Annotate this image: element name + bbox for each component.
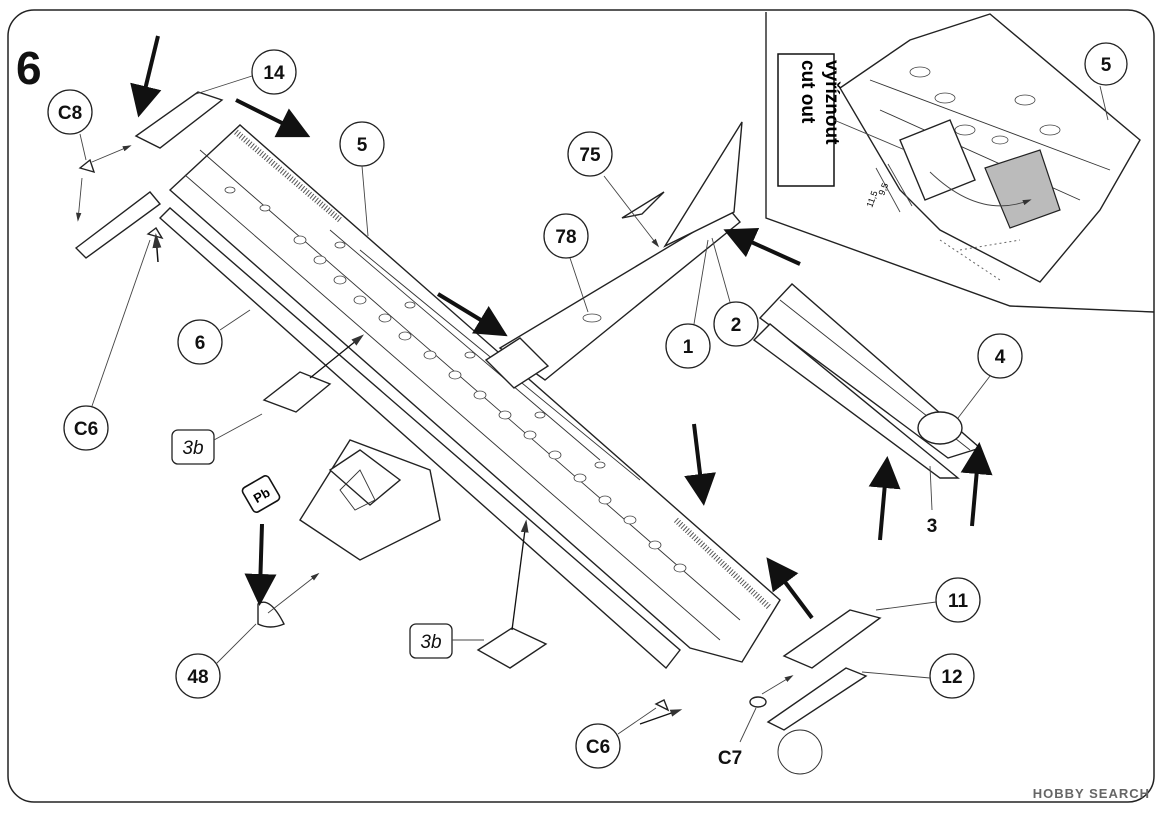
callout-2-label: 2 (731, 315, 742, 336)
callout-14: 14 (195, 49, 297, 95)
wing-center-box (484, 337, 550, 389)
wingtip-part-12 (766, 667, 868, 731)
inset-detail: 9,5 11,5 vyříznout cut out 5 (765, 12, 1155, 313)
callout-14-label: 14 (263, 63, 285, 84)
part-4-area (917, 411, 963, 445)
aileron-hatch-right (673, 517, 773, 611)
callout-3-label: 3 (927, 516, 938, 537)
nacelle-3b-right (476, 627, 548, 669)
inset-callout-5-label: 5 (1101, 55, 1112, 76)
callout-3b-right-label: 3b (420, 632, 441, 653)
part-c6-right (654, 699, 670, 712)
callout-3b-left-label: 3b (182, 438, 203, 459)
wing-trailing-edge (158, 207, 681, 670)
detail-circle-c7 (777, 729, 823, 775)
callout-11-label: 11 (948, 591, 969, 612)
assembly-arrows (130, 35, 993, 725)
part-c7 (749, 696, 767, 708)
callout-c6-right: C6 (575, 707, 657, 769)
callout-c7-label: C7 (718, 748, 742, 769)
callout-c8: C8 (47, 89, 93, 161)
cutout-area (899, 119, 976, 201)
inset-wing-panel (839, 13, 1141, 283)
inset-callout-5 (1084, 42, 1128, 86)
callout-c8-label: C8 (58, 103, 82, 124)
wingtip-fairing-11 (782, 609, 882, 669)
page-border (7, 9, 1155, 803)
callout-3: 3 (927, 465, 938, 537)
callout-75-label: 75 (579, 145, 601, 166)
callout-c6-right-label: C6 (586, 737, 610, 758)
callout-4: 4 (957, 333, 1023, 419)
wing-holes (224, 186, 687, 573)
callout-75: 75 (567, 131, 613, 177)
part-1-panel (752, 323, 960, 479)
weight-icon-label: Pb (251, 485, 273, 506)
right-wing-subassembly (752, 283, 982, 479)
part-c6-left (146, 226, 164, 240)
wingtip-part-left (74, 191, 162, 259)
callout-5: 5 (339, 121, 385, 237)
callout-3b-left: 3b (171, 413, 263, 465)
flap-part (984, 149, 1061, 229)
cockpit-window (328, 449, 402, 506)
callout-6: 6 (177, 309, 251, 365)
cut-out-label-box (777, 53, 835, 187)
callout-5-label: 5 (357, 135, 368, 156)
cut-out-label-en: cut out (797, 60, 818, 124)
nacelle-3b-left (262, 371, 332, 413)
part-75-piece (621, 191, 665, 219)
callout-78: 78 (543, 213, 589, 313)
main-wing (158, 124, 781, 670)
callout-2: 2 (711, 237, 759, 347)
callout-78-label: 78 (555, 227, 576, 248)
callout-6-label: 6 (195, 333, 206, 354)
part-c8 (78, 158, 96, 174)
wingtip-fairing-14 (134, 91, 224, 149)
callout-48: 48 (175, 623, 257, 699)
callout-12: 12 (861, 653, 975, 699)
callout-4-label: 4 (995, 347, 1006, 368)
callout-11: 11 (875, 577, 981, 623)
callout-3b-right: 3b (409, 623, 484, 659)
inset-border (765, 12, 1155, 313)
callout-12-label: 12 (941, 667, 962, 688)
callout-1-label: 1 (683, 337, 694, 358)
callout-c6-left-label: C6 (74, 419, 98, 440)
cut-out-label-cz: vyříznout (821, 60, 842, 145)
callout-48-label: 48 (187, 667, 208, 688)
nose-cone-48 (257, 601, 285, 628)
callout-c7: C7 (718, 707, 757, 769)
callout-c6-left: C6 (63, 239, 151, 451)
step-number: 6 (16, 42, 42, 94)
watermark: HOBBY SEARCH (1033, 786, 1150, 801)
callout-1: 1 (665, 239, 711, 369)
nose-weight-icon: Pb (241, 475, 281, 513)
dim-label-b: 11,5 (864, 189, 879, 208)
vertical-fin (663, 121, 743, 248)
tail-boom (484, 121, 743, 389)
fuselage-nose (299, 439, 441, 561)
dim-label-a: 9,5 (876, 182, 890, 197)
